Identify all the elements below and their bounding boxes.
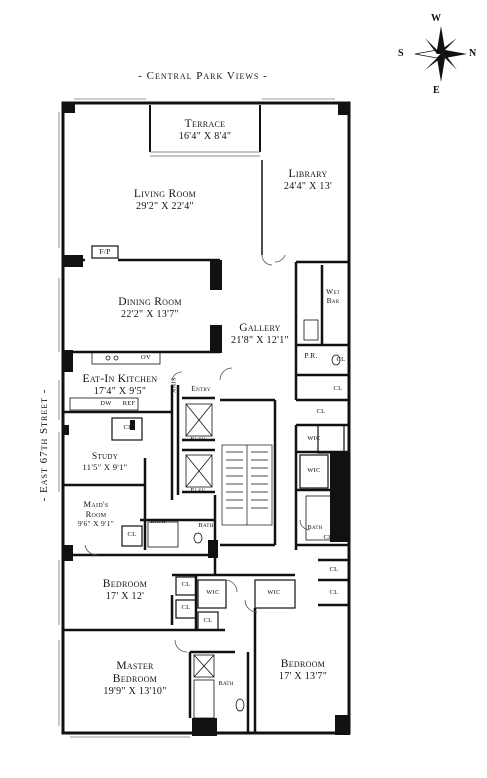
elevator-1-label: Elev. — [190, 436, 208, 443]
maid-bath-label: Bath — [150, 518, 166, 525]
closet-label: CL — [181, 604, 191, 611]
dining-room-label: Dining Room 22'2" X 13'7" — [80, 296, 220, 321]
closet-label: CL — [329, 589, 339, 596]
wic-2-label: WIC — [307, 467, 321, 474]
oven-label: OV — [141, 354, 151, 361]
room-name: Study — [91, 452, 119, 462]
compass-south: S — [398, 48, 404, 59]
refrigerator-label: REF — [122, 400, 136, 407]
bath-fixtures — [147, 319, 341, 719]
room-name: Terrace — [184, 118, 226, 130]
right-bath-label: Bath — [307, 524, 323, 531]
kitchen-label: Eat-In Kitchen 17'4" X 9'5" — [70, 373, 170, 398]
sink-label: SINK — [169, 377, 177, 394]
room-dim: 17' X 12' — [105, 591, 145, 603]
maid-line1: Maid's — [83, 499, 109, 509]
closet-label: CL — [336, 356, 346, 363]
wic-3-label: WIC — [206, 589, 220, 596]
fireplace — [91, 245, 119, 259]
closets — [111, 417, 345, 631]
entry-label: Entry — [191, 384, 211, 393]
elevators — [185, 403, 213, 488]
closet-label: CL — [123, 424, 133, 431]
room-name: Library — [288, 168, 328, 180]
wic-1-label: WIC — [307, 435, 321, 442]
stairs — [221, 444, 273, 526]
room-name: Dining Room — [118, 296, 182, 308]
closet-label: CL — [203, 617, 213, 624]
central-park-views-label: - Central Park Views - — [138, 70, 268, 82]
closet-label: CL — [329, 566, 339, 573]
closet-label: CL — [333, 385, 343, 392]
room-name: Eat-In Kitchen — [82, 373, 158, 385]
library-label: Library 24'4" X 13' — [268, 168, 348, 193]
maids-room-label: Maid's Room 9'6" X 9'1" — [66, 499, 126, 528]
fireplace-label: F/P — [99, 247, 111, 256]
bedroom-2-label: Bedroom 17' X 13'7" — [258, 658, 348, 683]
maid-line2: Room — [85, 508, 107, 519]
room-dim: 21'8" X 12'1" — [231, 335, 289, 347]
elevator-2-label: Elev. — [190, 487, 208, 494]
room-dim: 19'9" X 13'10" — [103, 686, 167, 698]
room-dim: 17'4" X 9'5" — [93, 386, 147, 398]
terrace-walls — [149, 105, 261, 157]
master-bedroom-label: Master Bedroom 19'9" X 13'10" — [80, 660, 190, 698]
wic-4-label: WIC — [267, 589, 281, 596]
master-line2: Bedroom — [112, 673, 158, 686]
powder-room-label: P.R. — [304, 351, 318, 360]
wet-bar-line1: Wet — [325, 287, 341, 296]
east-67th-street-label: - East 67th Street - — [38, 388, 50, 502]
room-dim: 16'4" X 8'4" — [178, 131, 232, 143]
closet-label: CL — [316, 408, 326, 415]
room-dim: 17' X 13'7" — [278, 671, 328, 683]
dishwasher-label: DW — [100, 400, 112, 407]
compass-east: E — [433, 85, 440, 96]
room-dim: 22'2" X 13'7" — [121, 309, 179, 321]
compass-north: N — [469, 48, 477, 59]
room-name: Gallery — [239, 322, 281, 334]
interior-walls — [63, 258, 349, 733]
kitchen-counters — [69, 351, 161, 411]
door-swings — [84, 254, 311, 653]
terrace-label: Terrace 16'4" X 8'4" — [150, 118, 260, 143]
room-name: Bedroom — [280, 658, 326, 670]
room-dim: 24'4" X 13' — [283, 181, 333, 193]
room-dim: 29'2" X 22'4" — [136, 201, 194, 213]
closet-label: CL — [127, 531, 137, 538]
wet-bar-label: Wet Bar — [318, 287, 348, 305]
windows — [58, 98, 335, 738]
structural-columns — [63, 103, 350, 736]
master-line1: Master — [116, 660, 154, 672]
closet-label: CL — [181, 581, 191, 588]
mid-bath-label: Bath — [198, 522, 214, 529]
compass-rose — [414, 26, 467, 82]
living-room-label: Living Room 29'2" X 22'4" — [100, 188, 230, 213]
master-bath-label: Bath — [218, 680, 234, 687]
closet-label: CL — [323, 534, 333, 541]
room-dim: 9'6" X 9'1" — [77, 518, 115, 528]
study-label: Study 11'5" X 9'1" — [70, 452, 140, 473]
compass-west: W — [431, 13, 441, 24]
room-name: Bedroom — [102, 578, 148, 590]
room-name: Living Room — [133, 188, 197, 200]
bedroom-1-label: Bedroom 17' X 12' — [80, 578, 170, 603]
room-dim: 11'5" X 9'1" — [82, 461, 128, 472]
gallery-label: Gallery 21'8" X 12'1" — [220, 322, 300, 347]
wet-bar-line2: Bar — [326, 295, 340, 305]
